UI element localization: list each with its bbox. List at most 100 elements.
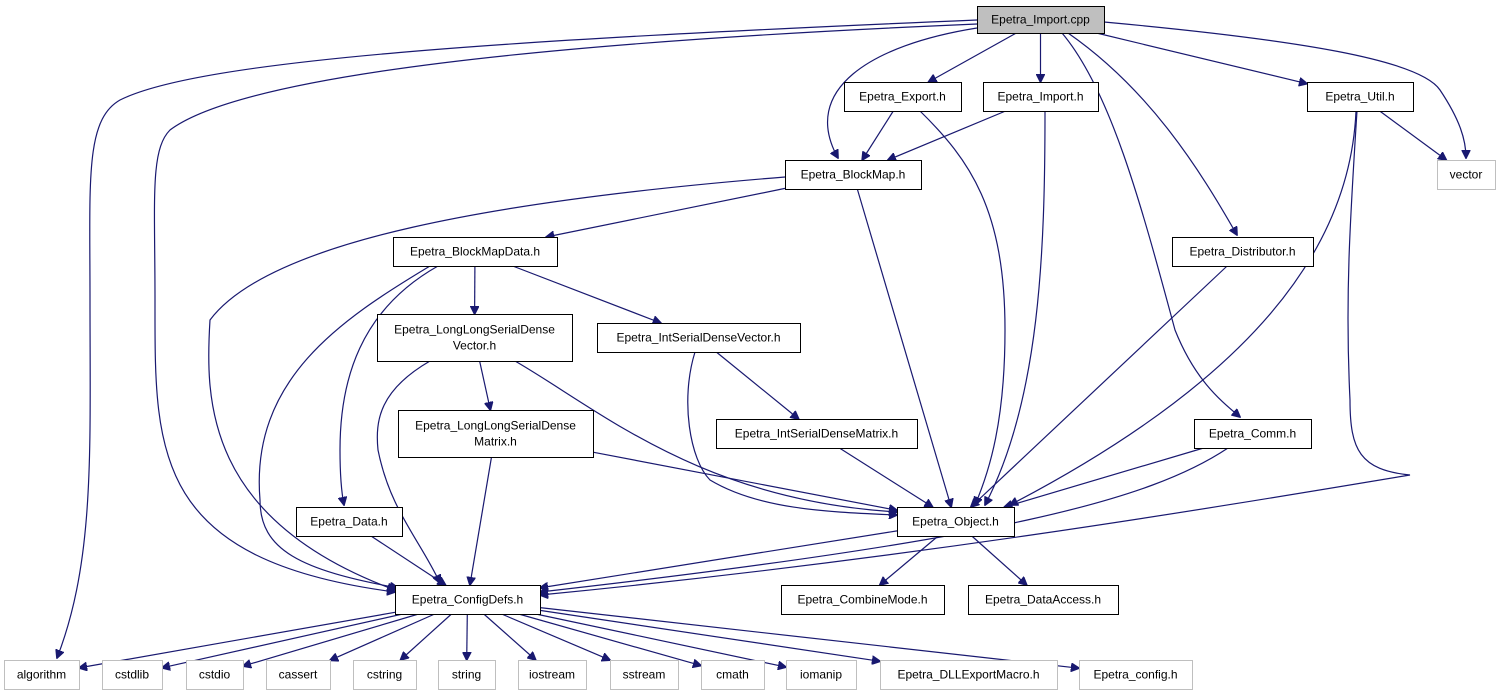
edge-blockmap_h-to-object_h <box>856 188 951 507</box>
node-sstream[interactable]: sstream <box>610 660 679 690</box>
node-cstdlib[interactable]: cstdlib <box>102 660 163 690</box>
node-isdv_h[interactable]: Epetra_IntSerialDenseVector.h <box>597 323 801 353</box>
edge-configdefs_h-to-iostream <box>483 613 536 660</box>
node-combinemode_h[interactable]: Epetra_CombineMode.h <box>781 585 945 615</box>
node-label: cmath <box>716 668 749 682</box>
node-box <box>983 82 1099 112</box>
edge-data_h-to-configdefs_h <box>370 535 446 585</box>
node-string[interactable]: string <box>438 660 496 690</box>
edge-configdefs_h-to-iomanip <box>535 613 786 667</box>
node-dllexport_h[interactable]: Epetra_DLLExportMacro.h <box>880 660 1058 690</box>
node-dataaccess_h[interactable]: Epetra_DataAccess.h <box>968 585 1119 615</box>
node-box <box>353 660 417 690</box>
edge-configdefs_h-to-cstdlib <box>162 613 403 668</box>
node-algorithm[interactable]: algorithm <box>4 660 80 690</box>
edge-distributor_h-to-object_h <box>971 265 1228 507</box>
node-util_h[interactable]: Epetra_Util.h <box>1307 82 1414 112</box>
node-cstring[interactable]: cstring <box>353 660 417 690</box>
node-box <box>102 660 163 690</box>
node-box <box>395 585 541 615</box>
edge-blockmapdata_h-to-isdv_h <box>512 265 661 323</box>
edge-import_cpp-to-util_h <box>1096 32 1308 84</box>
edge-util_h-to-object_h <box>1010 110 1357 505</box>
node-label: Epetra_DLLExportMacro.h <box>897 668 1039 682</box>
node-cstdio[interactable]: cstdio <box>186 660 244 690</box>
node-box <box>781 585 945 615</box>
node-label: Epetra_CombineMode.h <box>797 593 927 607</box>
node-isdm_h[interactable]: Epetra_IntSerialDenseMatrix.h <box>716 419 918 449</box>
edge-export_h-to-blockmap_h <box>862 110 894 160</box>
node-config_h[interactable]: Epetra_config.h <box>1079 660 1193 690</box>
edge-configdefs_h-to-dllexport_h <box>539 609 880 661</box>
node-label: Epetra_IntSerialDenseMatrix.h <box>735 427 898 441</box>
node-box <box>597 323 801 353</box>
node-export_h[interactable]: Epetra_Export.h <box>844 82 962 112</box>
edge-blockmapdata_h-to-configdefs_h <box>258 265 431 588</box>
node-vector[interactable]: vector <box>1437 160 1496 190</box>
node-label: cstring <box>367 668 402 682</box>
edge-llsdv_h-to-configdefs_h <box>376 360 440 583</box>
node-object_h[interactable]: Epetra_Object.h <box>897 507 1015 537</box>
edge-blockmap_h-to-configdefs_h <box>208 176 786 590</box>
node-box <box>296 507 403 537</box>
node-box <box>610 660 679 690</box>
node-label: Epetra_Util.h <box>1325 90 1394 104</box>
node-box <box>438 660 496 690</box>
node-box <box>377 314 573 362</box>
edge-export_h-to-object_h <box>919 110 1006 505</box>
node-configdefs_h[interactable]: Epetra_ConfigDefs.h <box>395 585 541 615</box>
node-box <box>844 82 962 112</box>
node-label: Epetra_Distributor.h <box>1189 245 1295 259</box>
edge-configdefs_h-to-algorithm <box>79 611 396 668</box>
node-box <box>1437 160 1496 190</box>
node-box <box>977 6 1105 34</box>
node-import_cpp[interactable]: Epetra_Import.cpp <box>977 6 1105 34</box>
node-label: Epetra_BlockMapData.h <box>410 245 540 259</box>
node-label: string <box>452 668 481 682</box>
node-box <box>266 660 331 690</box>
node-box <box>968 585 1119 615</box>
node-comm_h[interactable]: Epetra_Comm.h <box>1194 419 1312 449</box>
edge-import_cpp-to-distributor_h <box>1067 32 1237 235</box>
edge-isdm_h-to-object_h <box>839 447 932 507</box>
node-label: Epetra_LongLongSerialDense <box>394 323 555 337</box>
edge-import_cpp-to-vector <box>1103 21 1466 158</box>
node-cassert[interactable]: cassert <box>266 660 331 690</box>
edge-object_h-to-configdefs_h <box>540 530 898 588</box>
node-box <box>393 237 558 267</box>
edge-llsdv_h-to-object_h <box>514 360 897 512</box>
node-label: Epetra_IntSerialDenseVector.h <box>616 331 780 345</box>
edge-llsdm_h-to-object_h <box>592 451 897 510</box>
node-label: Epetra_ConfigDefs.h <box>412 593 523 607</box>
node-data_h[interactable]: Epetra_Data.h <box>296 507 403 537</box>
node-cmath[interactable]: cmath <box>701 660 765 690</box>
node-box <box>398 410 594 458</box>
node-box <box>785 160 922 190</box>
node-blockmapdata_h[interactable]: Epetra_BlockMapData.h <box>393 237 558 267</box>
edge-import_cpp-to-configdefs_h <box>153 23 978 592</box>
node-label: Epetra_Data.h <box>310 515 387 529</box>
node-label: Epetra_Object.h <box>912 515 999 529</box>
node-iomanip[interactable]: iomanip <box>786 660 857 690</box>
node-distributor_h[interactable]: Epetra_Distributor.h <box>1172 237 1314 267</box>
edge-object_h-to-combinemode_h <box>880 535 939 585</box>
node-import_h[interactable]: Epetra_Import.h <box>983 82 1099 112</box>
node-iostream[interactable]: iostream <box>518 660 587 690</box>
edge-configdefs_h-to-config_h <box>539 607 1079 669</box>
node-box <box>186 660 244 690</box>
node-label: vector <box>1450 168 1483 182</box>
edge-configdefs_h-to-sstream <box>501 613 610 660</box>
node-box <box>4 660 80 690</box>
edge-import_cpp-to-export_h <box>929 32 1017 82</box>
node-blockmap_h[interactable]: Epetra_BlockMap.h <box>785 160 922 190</box>
node-label: Vector.h <box>453 339 496 353</box>
edge-import_cpp-to-algorithm <box>57 19 978 658</box>
edge-import_h-to-object_h <box>985 110 1046 505</box>
node-label: Epetra_Import.cpp <box>991 13 1090 27</box>
edge-configdefs_h-to-cstring <box>401 613 452 660</box>
node-box <box>880 660 1058 690</box>
edge-import_cpp-to-blockmap_h <box>826 27 978 158</box>
